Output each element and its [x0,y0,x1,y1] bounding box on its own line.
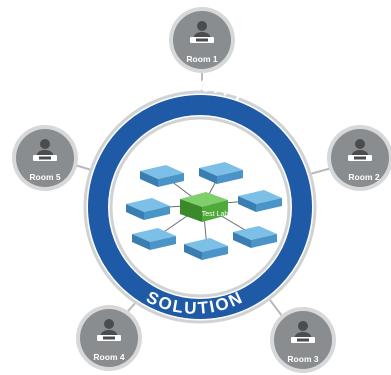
room-label: Room 1 [186,54,217,64]
network-node [140,165,184,187]
room-label: Room 3 [287,354,318,364]
room-node-2: Room 2 [327,125,391,191]
network-node [132,228,176,250]
person-at-laptop-icon [291,321,315,343]
room-label: Room 5 [29,172,60,182]
room-node-4: Room 4 [76,305,142,371]
connector-room-2 [309,167,333,175]
velocity-ring [88,95,312,319]
person-at-laptop-icon [97,319,121,341]
network-node [199,162,243,184]
room-node-5: Room 5 [12,125,78,191]
person-at-laptop-icon [190,21,214,43]
room-node-1: Room 1 [169,7,235,73]
network-node [126,198,170,220]
network-node [233,226,277,248]
network-nodes [126,162,282,260]
room-label: Room 4 [93,352,124,362]
person-at-laptop-icon [348,139,372,161]
room-label: Room 2 [348,172,379,182]
test-lab-hub: Test Lab [180,192,228,222]
network-node [238,190,282,212]
room-node-3: Room 3 [270,307,336,373]
person-at-laptop-icon [33,139,57,161]
test-lab-label: Test Lab [202,211,229,218]
network-node [184,238,228,260]
